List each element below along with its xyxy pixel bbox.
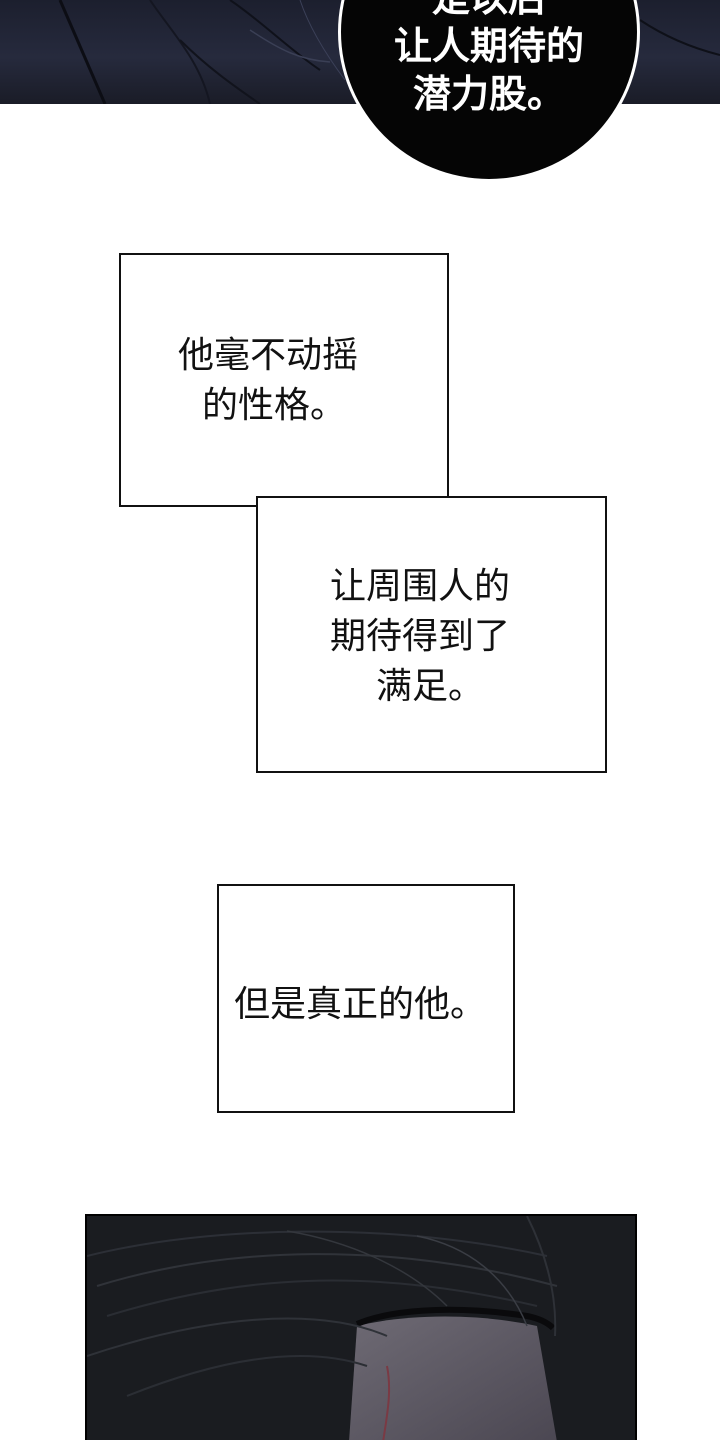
top-art-illustration: [58, 0, 720, 104]
narration-text: 他毫不动摇 的性格。: [178, 331, 358, 431]
speech-line: 让人期待的: [393, 24, 584, 68]
narration-text: 让周围人的 期待得到了 满足。: [330, 562, 510, 712]
narration-box: [217, 884, 515, 1113]
bottom-art-illustration: [87, 1216, 635, 1440]
speech-line: 潜力股。: [412, 72, 565, 116]
narration-box: [256, 496, 607, 773]
narration-line: 让周围人的: [330, 566, 511, 607]
narration-line: 期待得到了: [330, 616, 511, 657]
narration-line: 的性格。: [202, 385, 347, 426]
speech-bubble-text: 是以后 让人期待的 潜力股。: [338, 0, 640, 118]
narration-box: [119, 253, 449, 507]
speech-line: 是以后: [338, 0, 640, 22]
narration-line: 满足。: [376, 666, 485, 707]
narration-line: 他毫不动摇: [178, 335, 359, 376]
narration-text: 但是真正的他。: [234, 980, 486, 1030]
narration-line: 但是真正的他。: [234, 984, 487, 1025]
bottom-art-panel: [85, 1214, 637, 1440]
